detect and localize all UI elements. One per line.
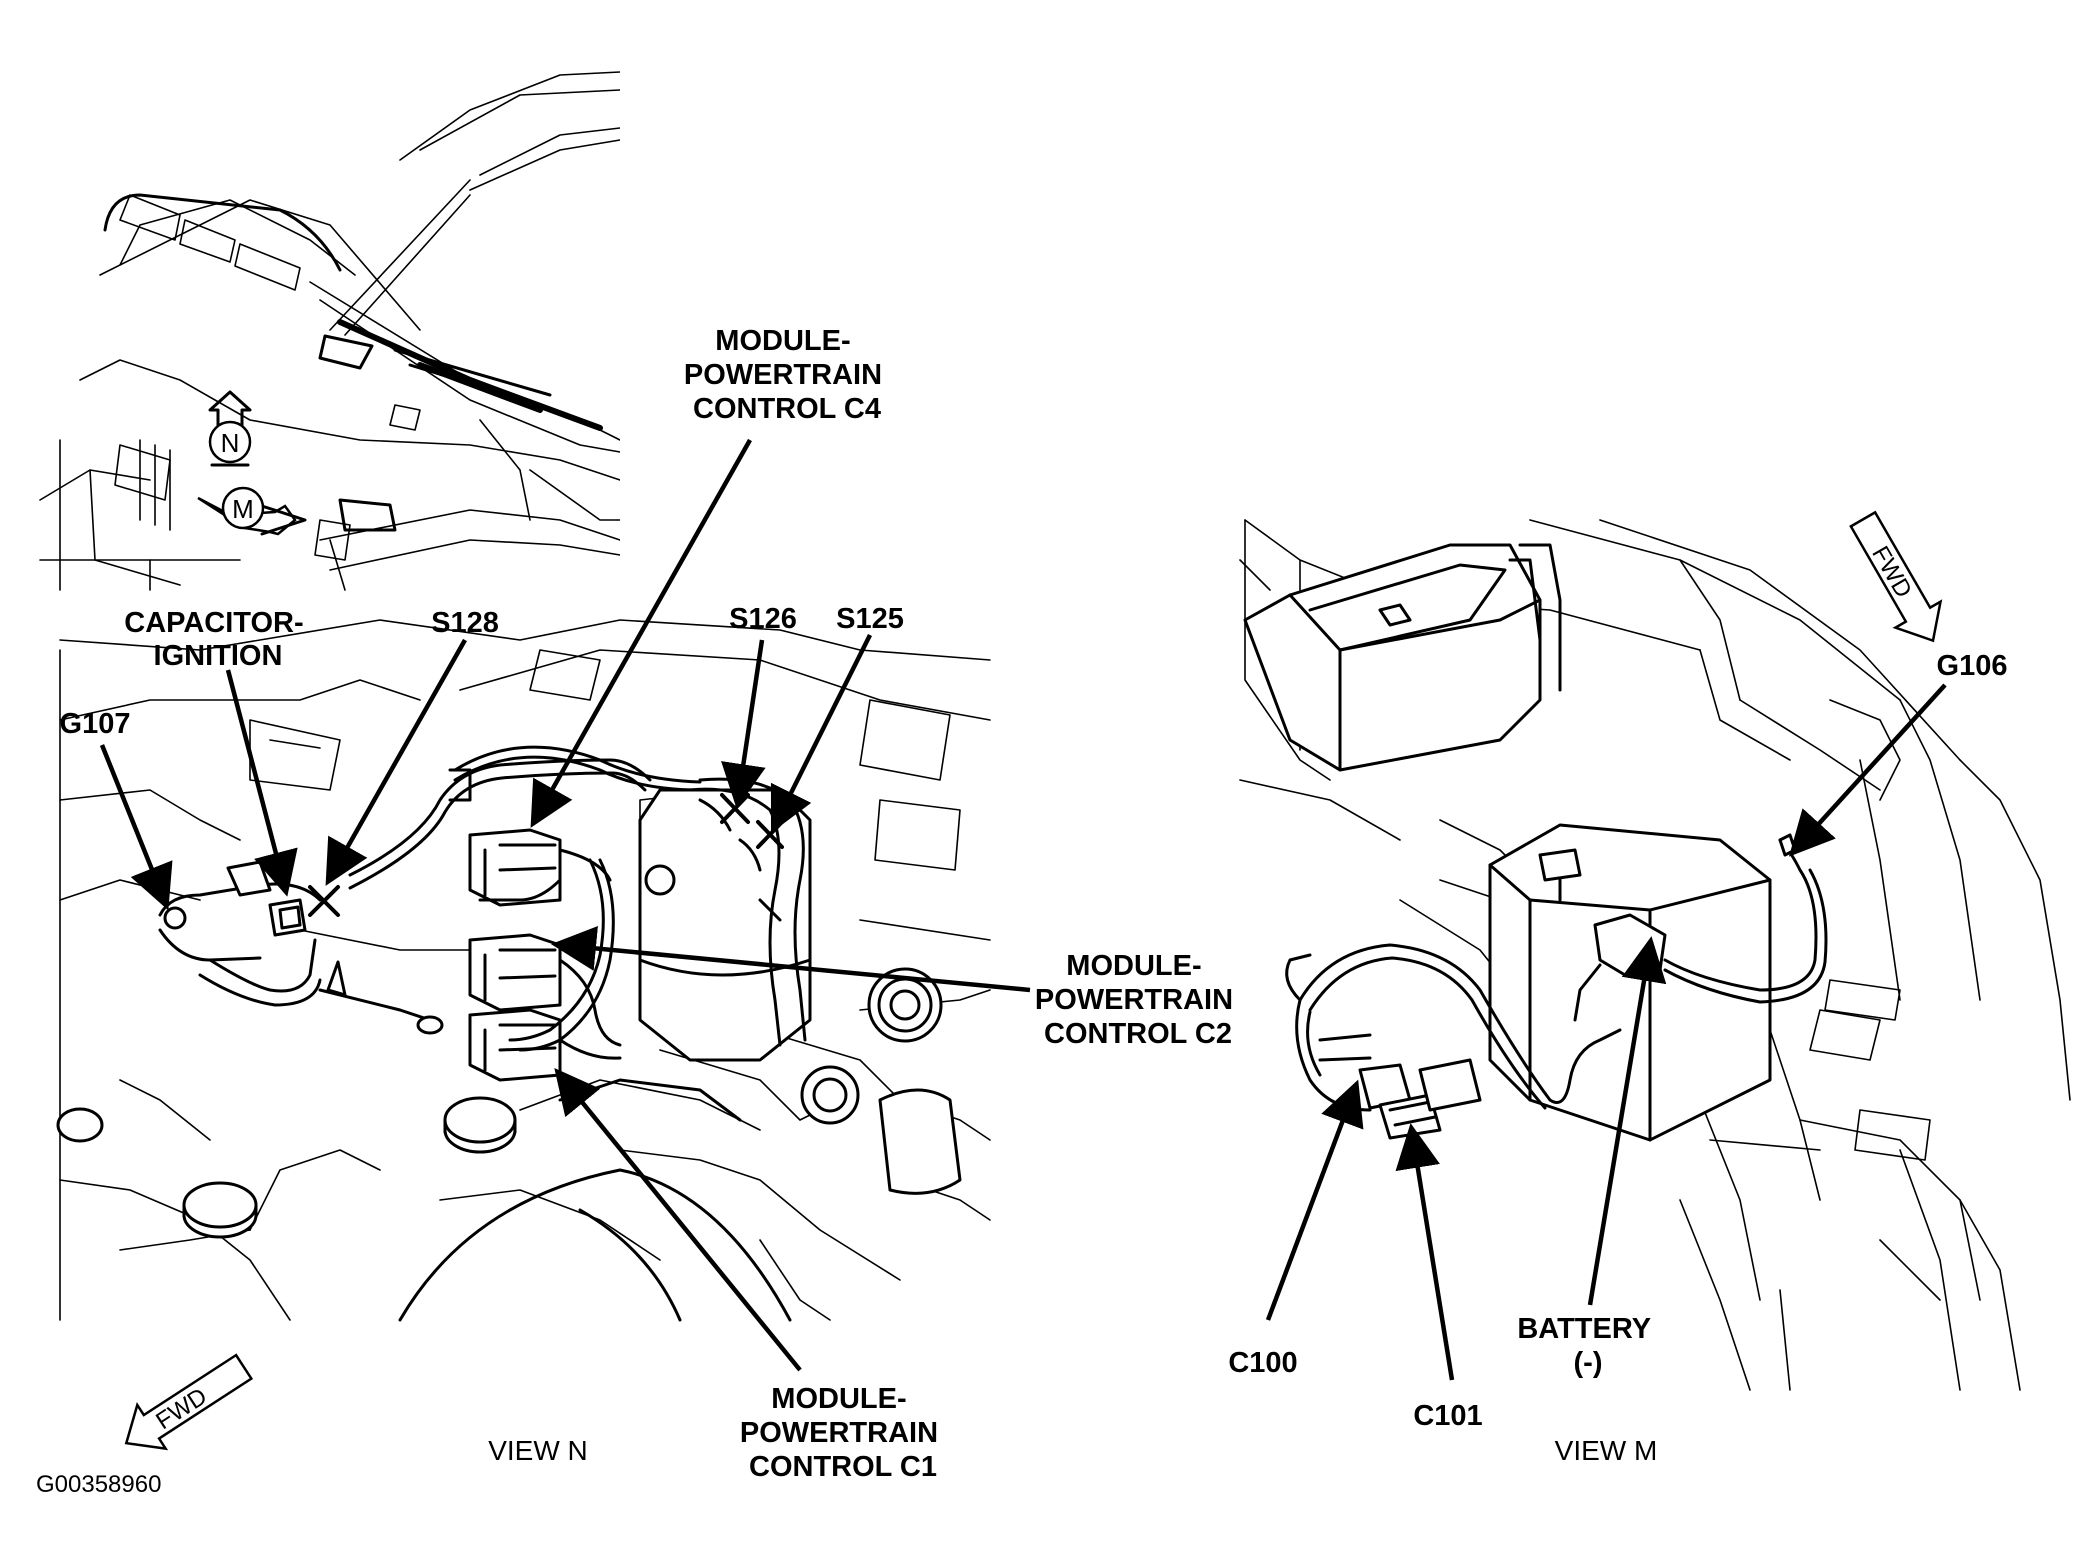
callout-labels: MODULE- POWERTRAIN CONTROL C4 CAPACITOR-… bbox=[60, 325, 2008, 1483]
label-g106: G106 bbox=[1937, 650, 2008, 682]
power-distribution-center bbox=[1243, 543, 1562, 772]
leader-s126 bbox=[721, 639, 766, 809]
view-captions: VIEW N VIEW M bbox=[488, 1435, 1657, 1466]
capacitor-ignition-assembly bbox=[158, 860, 444, 1035]
label-battery-negative: BATTERY (-) bbox=[1517, 1313, 1658, 1379]
label-c101: C101 bbox=[1413, 1400, 1482, 1432]
label-pcm-c1: MODULE- POWERTRAIN CONTROL C1 bbox=[740, 1383, 946, 1483]
leader-s125 bbox=[770, 633, 873, 834]
label-pcm-c4: MODULE- POWERTRAIN CONTROL C4 bbox=[684, 325, 890, 425]
label-pcm-c2: MODULE- POWERTRAIN CONTROL C2 bbox=[1035, 950, 1241, 1050]
view-n-marker-letter: N bbox=[221, 428, 240, 458]
figure-id: G00358960 bbox=[36, 1471, 161, 1498]
leader-battery-negative bbox=[1587, 936, 1667, 1306]
leader-capacitor bbox=[225, 669, 298, 897]
label-s126: S126 bbox=[729, 603, 797, 635]
pcm-connector-c2 bbox=[468, 933, 562, 1012]
label-capacitor-ignition: CAPACITOR- IGNITION bbox=[124, 607, 311, 672]
label-c100: C100 bbox=[1228, 1347, 1297, 1379]
pcm-connector-c4 bbox=[468, 828, 612, 907]
view-m-harness bbox=[1285, 943, 1622, 1140]
leader-lines bbox=[99, 438, 1947, 1381]
caption-view-n: VIEW N bbox=[488, 1435, 588, 1466]
label-s128: S128 bbox=[431, 607, 499, 639]
leader-pcm-c4 bbox=[530, 438, 752, 828]
view-n-marker: N bbox=[208, 390, 252, 467]
leader-g107 bbox=[99, 744, 173, 911]
view-m-marker-letter: M bbox=[232, 494, 254, 524]
leader-c101 bbox=[1395, 1123, 1455, 1381]
view-m-marker: M bbox=[197, 486, 307, 536]
fwd-arrow-right: FWD bbox=[1849, 510, 1943, 643]
label-s125: S125 bbox=[836, 603, 904, 635]
caption-view-m: VIEW M bbox=[1555, 1435, 1658, 1466]
fwd-arrow-left: FWD bbox=[124, 1353, 254, 1451]
leader-pcm-c1 bbox=[554, 1068, 802, 1372]
view-n-illustration bbox=[56, 619, 991, 1322]
leader-s128 bbox=[325, 638, 467, 886]
vehicle-inset-illustration bbox=[39, 60, 622, 591]
splice-s128-mark bbox=[308, 885, 340, 917]
leader-g106 bbox=[1788, 683, 1947, 857]
label-g107: G107 bbox=[60, 708, 131, 740]
leader-pcm-c2 bbox=[551, 926, 1031, 993]
leader-c100 bbox=[1265, 1079, 1364, 1321]
